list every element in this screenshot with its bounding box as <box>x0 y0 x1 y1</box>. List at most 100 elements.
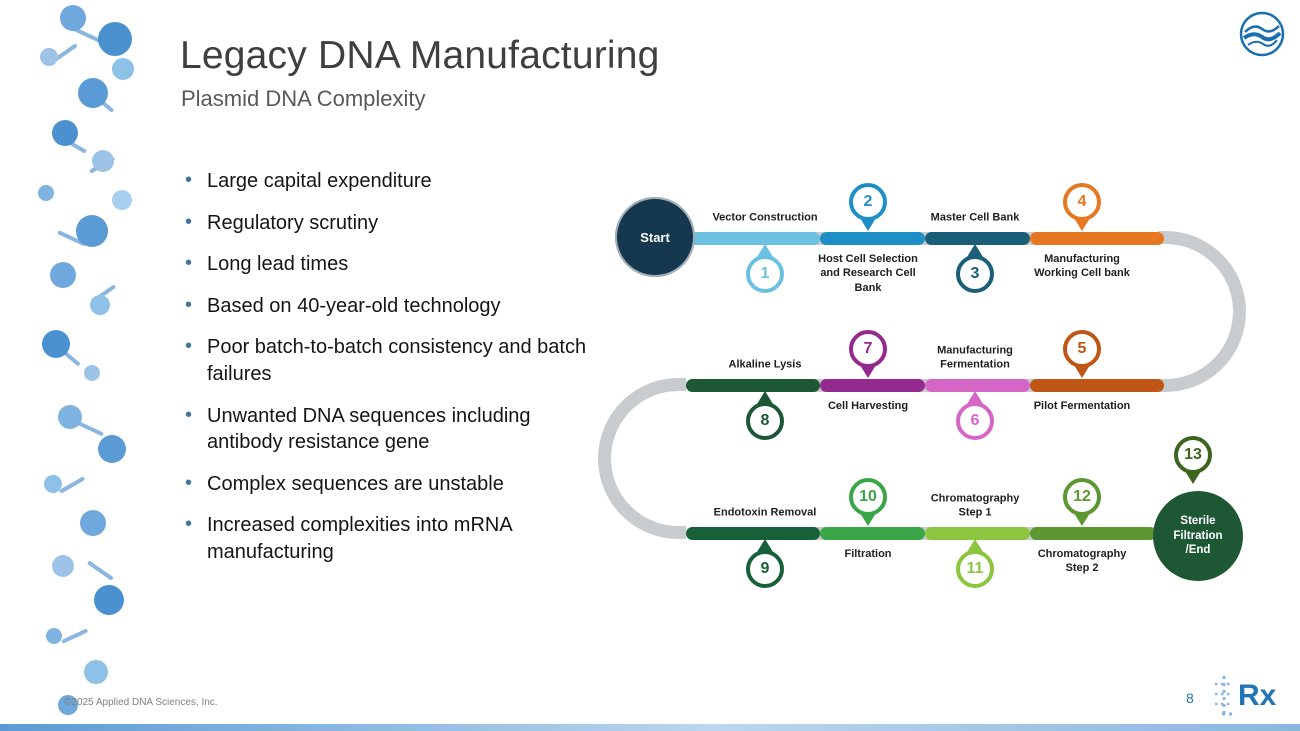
dna-dot <box>50 262 76 288</box>
bullet-item: Poor batch-to-batch consistency and batc… <box>182 333 602 387</box>
path-segment <box>686 378 820 392</box>
step-pin-tail <box>757 244 773 257</box>
dna-dot <box>42 330 70 358</box>
dna-dot <box>112 58 134 80</box>
dna-decoration <box>0 0 170 731</box>
step-pin-tail <box>1185 471 1201 484</box>
step-label: Cell Harvesting <box>827 400 909 412</box>
dna-dot <box>84 365 100 381</box>
dna-dot <box>90 295 110 315</box>
step-pin-tail <box>860 513 876 526</box>
step-pin-tail <box>860 218 876 231</box>
path-segment <box>1030 378 1164 392</box>
step-pin-tail <box>1074 218 1090 231</box>
step-pin-number: 13 <box>1174 436 1212 474</box>
step-pin-number: 11 <box>956 550 994 588</box>
dna-dot <box>78 78 108 108</box>
dna-dot <box>98 435 126 463</box>
step-label: Alkaline Lysis <box>728 358 802 371</box>
process-diagram: Start Sterile Filtration /End 1 Vector Co… <box>598 165 1300 635</box>
bullet-item: Based on 40-year-old technology <box>182 292 602 320</box>
dna-stem <box>59 476 86 494</box>
bullet-item: Regulatory scrutiny <box>182 209 602 237</box>
copyright-text: ©2025 Applied DNA Sciences, Inc. <box>64 697 218 708</box>
path-segment <box>820 231 925 245</box>
lrx-logo-ladder-icon <box>1215 676 1236 716</box>
dna-dot <box>44 475 62 493</box>
bullet-item: Complex sequences are unstable <box>182 470 602 498</box>
step-pin-number: 9 <box>746 550 784 588</box>
page-number: 8 <box>1186 690 1194 706</box>
step-label: Vector Construction <box>712 211 818 224</box>
dna-dot <box>38 185 54 201</box>
dna-dot <box>94 585 124 615</box>
dna-dot <box>112 190 132 210</box>
bullet-item: Unwanted DNA sequences including antibod… <box>182 402 602 456</box>
step-pin-number: 2 <box>849 183 887 221</box>
dna-dot <box>52 120 78 146</box>
path-segment <box>1030 526 1156 540</box>
company-logo-icon <box>1239 11 1285 57</box>
step-label: Manufacturing Working Cell bank <box>1034 253 1130 280</box>
bullet-item: Large capital expenditure <box>182 167 602 195</box>
dna-dot <box>84 660 108 684</box>
step-pin-number: 3 <box>956 255 994 293</box>
path-segment <box>820 378 925 392</box>
step-label: Host Cell Selection and Research Cell Ba… <box>818 253 918 294</box>
end-node-label: Sterile Filtration /End <box>1173 515 1223 557</box>
step-pin-tail <box>757 539 773 552</box>
path-curve-right <box>1158 231 1246 392</box>
step-label: Filtration <box>844 548 892 560</box>
step-pin-number: 1 <box>746 255 784 293</box>
bottom-gradient-bar <box>0 724 1300 731</box>
step-label: Manufacturing Fermentation <box>937 344 1013 371</box>
start-node: Start <box>615 197 695 277</box>
dna-dot <box>92 150 114 172</box>
dna-dot <box>98 22 132 56</box>
start-node-label: Start <box>640 229 670 245</box>
step-pin-tail <box>757 391 773 404</box>
dna-dot <box>40 48 58 66</box>
step-pin-number: 10 <box>849 478 887 516</box>
dna-dot <box>58 405 82 429</box>
step-pin-number: 7 <box>849 330 887 368</box>
dna-dot <box>60 5 86 31</box>
path-segment <box>686 526 820 540</box>
bullet-item: Long lead times <box>182 250 602 278</box>
step-label: Pilot Fermentation <box>1033 400 1131 412</box>
dna-dot <box>58 695 78 715</box>
path-segment <box>925 231 1030 245</box>
step-pin-tail <box>860 365 876 378</box>
step-label: Master Cell Bank <box>930 211 1020 224</box>
step-pin-tail <box>1074 513 1090 526</box>
bullet-item: Increased complexities into mRNA manufac… <box>182 511 602 565</box>
path-curve-left <box>598 378 686 539</box>
step-pin-tail <box>967 244 983 257</box>
step-pin-number: 4 <box>1063 183 1101 221</box>
step-pin-tail <box>967 539 983 552</box>
lrx-logo: Rx <box>1212 672 1298 720</box>
dna-dot <box>52 555 74 577</box>
dna-stem <box>86 560 114 581</box>
step-pin-number: 12 <box>1063 478 1101 516</box>
end-node: Sterile Filtration /End <box>1153 491 1243 581</box>
step-label: Chromatography Step 2 <box>1037 548 1127 575</box>
dna-dot <box>76 215 108 247</box>
path-segment <box>690 231 820 245</box>
step-pin-number: 8 <box>746 402 784 440</box>
step-pin-tail <box>967 391 983 404</box>
step-pin-tail <box>1074 365 1090 378</box>
step-pin-number: 5 <box>1063 330 1101 368</box>
bullet-list: Large capital expenditureRegulatory scru… <box>182 167 602 581</box>
step-label: Endotoxin Removal <box>713 506 817 519</box>
step-pin-number: 6 <box>956 402 994 440</box>
path-segment <box>820 526 925 540</box>
path-segment <box>925 378 1030 392</box>
step-label: Chromatography Step 1 <box>930 492 1020 519</box>
path-segment <box>1030 231 1164 245</box>
page-subtitle: Plasmid DNA Complexity <box>181 86 426 111</box>
dna-stem <box>61 628 89 644</box>
dna-dot <box>80 510 106 536</box>
lrx-logo-text: Rx <box>1238 679 1277 712</box>
